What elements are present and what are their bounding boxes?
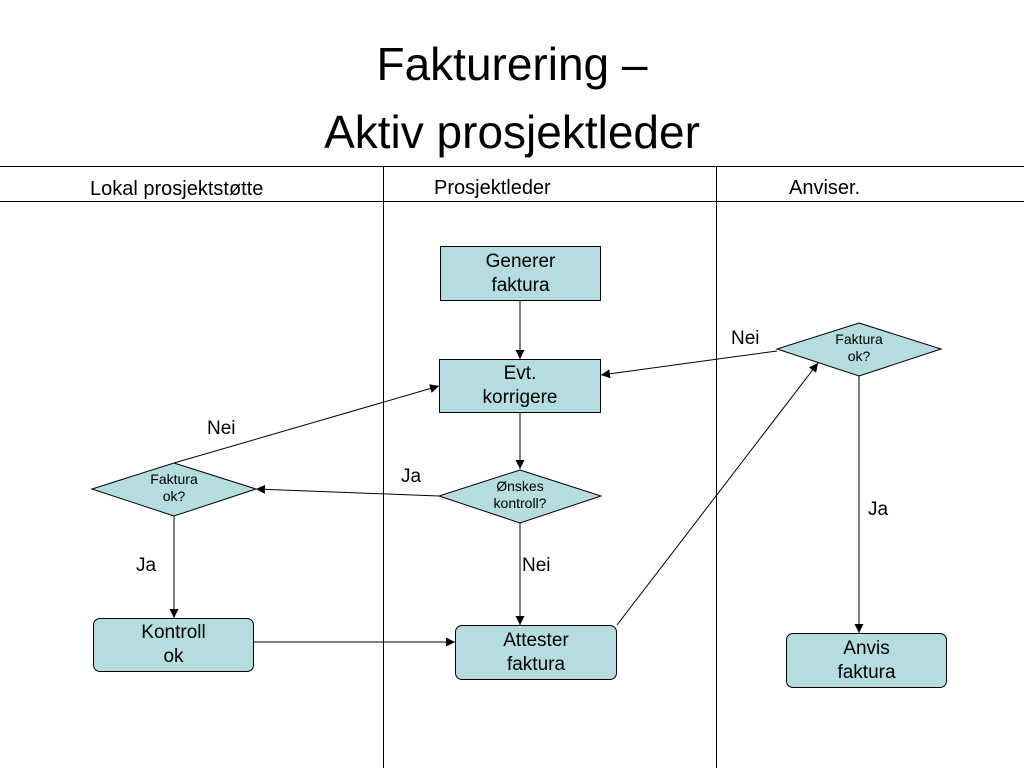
generer-faktura-line-1: Generer <box>485 250 556 272</box>
attester-faktura-line-2: faktura <box>506 653 566 675</box>
anvis-faktura-line-2: faktura <box>837 661 896 683</box>
evt-korrigere-box: Evt. korrigere <box>439 359 601 413</box>
evt-korrigere-line-1: Evt. <box>503 363 537 384</box>
generer-faktura-box: Generer faktura <box>440 246 601 301</box>
edge-label-ja-onskes: Ja <box>401 466 422 487</box>
edge-label-ja-right: Ja <box>868 499 889 520</box>
lane-header-anviser: Anviser. <box>789 177 861 199</box>
onskes-kontroll-line-1: Ønskes <box>496 478 544 494</box>
lane-header-bottom-rule <box>0 201 1024 202</box>
generer-faktura-line-2: faktura <box>491 274 550 296</box>
kontroll-ok-box: Kontroll ok <box>93 618 254 672</box>
faktura-ok-left-label: Faktura ok? <box>150 471 197 505</box>
kontroll-ok-line-1: Kontroll <box>141 622 206 643</box>
page-title-line-1: Fakturering – <box>376 38 648 90</box>
onskes-kontroll-label: Ønskes kontroll? <box>494 478 547 512</box>
faktura-ok-right-line-1: Faktura <box>835 331 883 347</box>
page-title-line-2: Aktiv prosjektleder <box>324 106 700 158</box>
edge-label-nei-right: Nei <box>731 328 760 349</box>
anvis-faktura-box: Anvis faktura <box>786 633 947 688</box>
attester-faktura-box: Attester faktura <box>455 625 617 680</box>
lane-divider-right <box>716 166 717 768</box>
evt-korrigere-line-2: korrigere <box>482 387 558 408</box>
kontroll-ok-line-2: ok <box>163 646 184 667</box>
edge-faktura-ok-right-to-korrigere <box>600 350 778 379</box>
lane-divider-left <box>383 166 384 768</box>
anvis-faktura-line-1: Anvis <box>843 637 890 659</box>
edge-label-nei-onskes: Nei <box>522 555 551 576</box>
faktura-ok-left-line-1: Faktura <box>150 471 198 487</box>
lane-header-prosjektleder: Prosjektleder <box>434 177 551 199</box>
edge-label-ja-left: Ja <box>136 555 157 576</box>
lane-header-top-rule <box>0 166 1024 167</box>
edge-faktura-ok-left-to-korrigere <box>173 384 440 464</box>
faktura-ok-right-line-2: ok? <box>847 348 871 364</box>
edge-onskes-to-faktura-ok-left <box>255 484 440 497</box>
attester-faktura-line-1: Attester <box>503 629 569 651</box>
faktura-ok-right-label: Faktura ok? <box>835 331 882 365</box>
faktura-ok-left-line-2: ok? <box>162 488 186 504</box>
edge-attester-to-faktura-ok-right <box>616 362 819 626</box>
onskes-kontroll-line-2: kontroll? <box>493 495 547 511</box>
lane-header-lokal: Lokal prosjektstøtte <box>90 178 264 200</box>
edge-label-nei-left: Nei <box>207 418 236 439</box>
